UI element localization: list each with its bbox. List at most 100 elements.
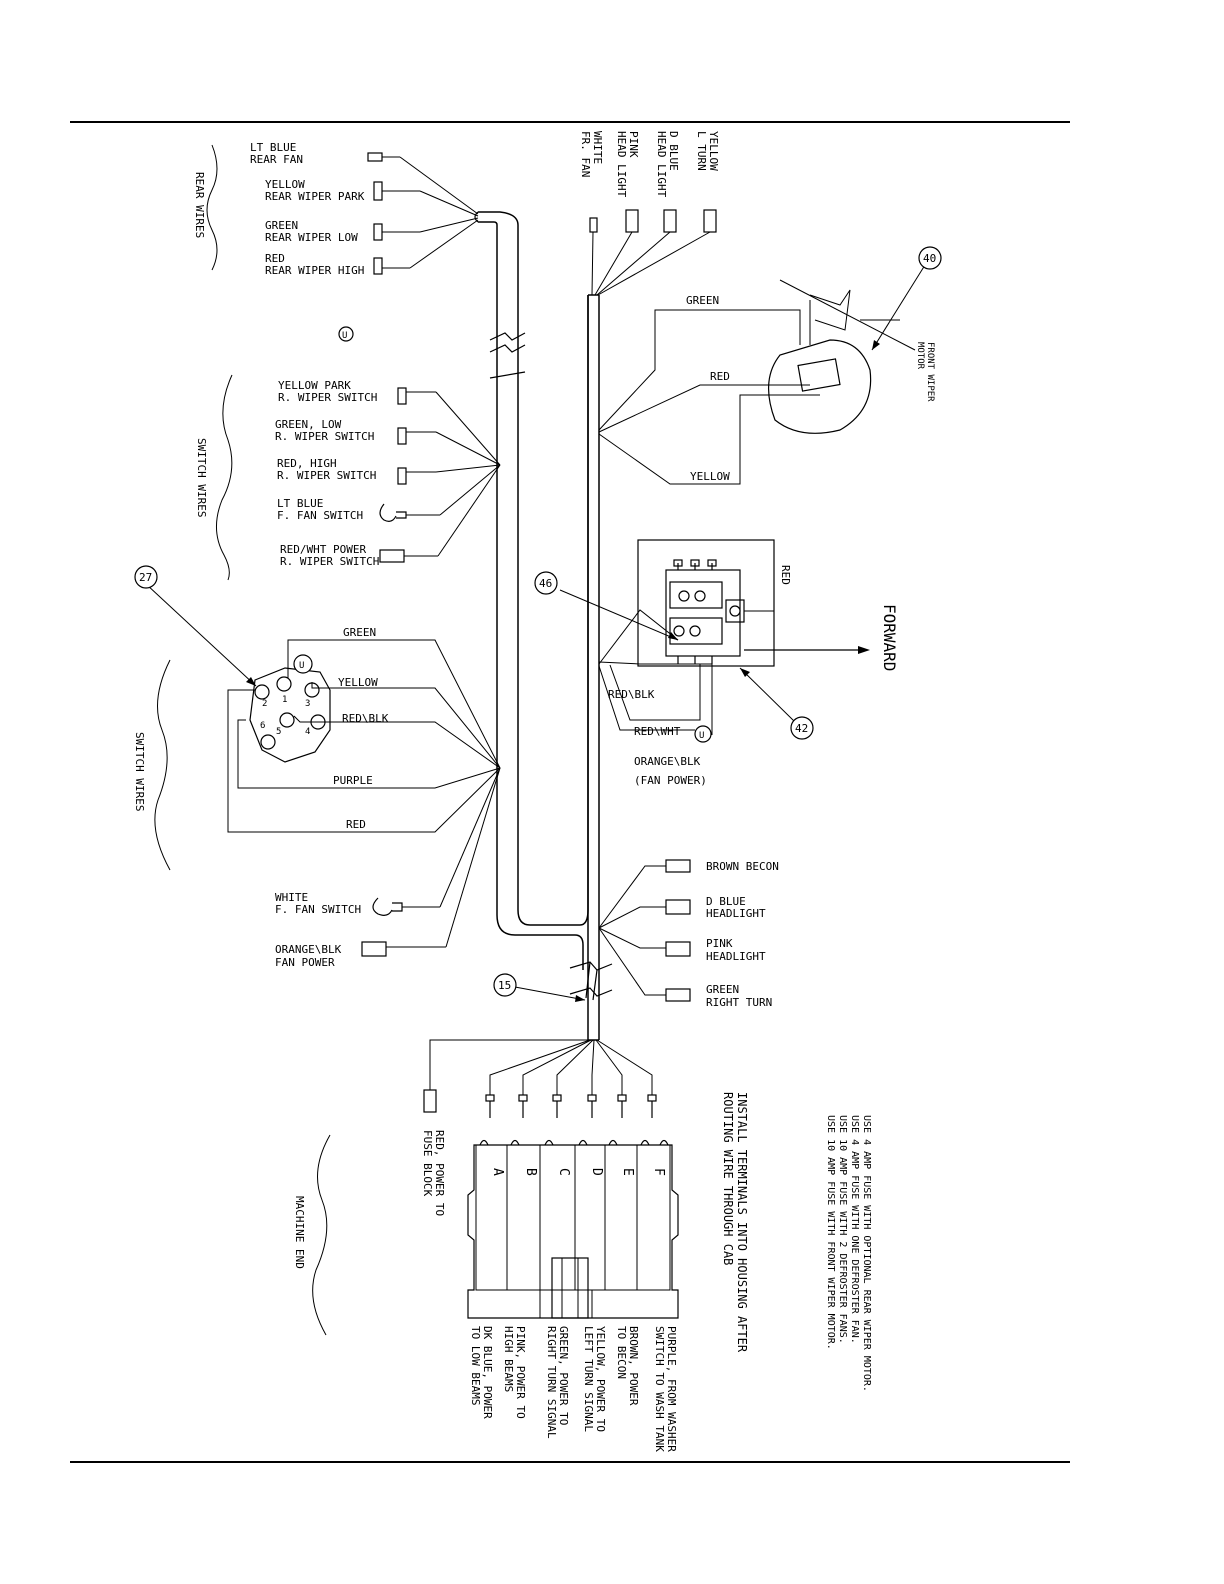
note-a-1: DK BLUE, POWER — [481, 1326, 494, 1419]
top-wire-white: WHITE — [591, 131, 604, 164]
red-high-label-1: RED, HIGH — [277, 457, 337, 470]
switch-module: RED RED\BLK RED\WHT U ORANGE\BLK (FAN PO… — [534, 539, 899, 787]
svg-text:U: U — [699, 731, 704, 741]
module-red-blk-label: RED\BLK — [608, 688, 655, 701]
motor-label-2: MOTOR — [915, 342, 925, 370]
note-c-2: RIGHT TURN SIGNAL — [545, 1326, 558, 1439]
green-low-label-1: GREEN, LOW — [275, 418, 342, 431]
front-wiper-motor: GREEN RED YELLOW FRONT WIPER MOTOR 40 — [598, 246, 942, 485]
rear-fan-label-2: REAR FAN — [250, 153, 303, 166]
note-b-1: PINK, POWER TO — [514, 1326, 527, 1419]
note-c-1: GREEN, POWER TO — [557, 1326, 570, 1425]
brown-becon-connector — [665, 859, 691, 873]
pin-1: 1 — [282, 695, 287, 705]
fuse-note-3: USE 10 AMP FUSE WITH 2 DEFROSTER FANS. — [837, 1115, 848, 1344]
module-orange-blk-label: ORANGE\BLK — [634, 755, 701, 768]
motor-green-label: GREEN — [686, 294, 719, 307]
install-note-1: INSTALL TERMINALS INTO HOUSING AFTER — [735, 1092, 749, 1353]
pin-6: 6 — [260, 721, 265, 731]
rear-wiper-park-label-2: REAR WIPER PARK — [265, 190, 365, 203]
green-rturn-label-2: RIGHT TURN — [706, 996, 772, 1009]
red-wht-connector — [379, 549, 405, 563]
fuse-notes: USE 4 AMP FUSE WITH OPTIONAL REAR WIPER … — [825, 1115, 872, 1392]
orange-blk-label-1: ORANGE\BLK — [275, 943, 342, 956]
dblue-headlight-label-1: D BLUE — [706, 895, 746, 908]
yellow-park-label-2: R. WIPER SWITCH — [278, 391, 377, 404]
rear-wires-label: REAR WIRES — [193, 172, 206, 238]
lt-blue-label-2: F. FAN SWITCH — [277, 509, 363, 522]
top-wire-pink-2: HEAD LIGHT — [615, 131, 628, 198]
motor-red-label: RED — [710, 370, 730, 383]
rear-wiper-low-label-2: REAR WIPER LOW — [265, 231, 358, 244]
top-wire-pink: PINK — [627, 131, 640, 158]
top-wires-group: WHITE FR. FAN PINK HEAD LIGHT D BLUE HEA… — [579, 131, 720, 296]
pin-2: 2 — [262, 699, 267, 709]
forward-label: FORWARD — [880, 604, 899, 671]
harness-left-trunk — [474, 211, 589, 970]
install-note: INSTALL TERMINALS INTO HOUSING AFTER ROU… — [721, 1092, 749, 1353]
callout-42: 42 — [795, 722, 808, 735]
red-high-label-2: R. WIPER SWITCH — [277, 469, 376, 482]
pin-A: A — [490, 1168, 505, 1176]
lt-blue-label-1: LT BLUE — [277, 497, 323, 510]
pin-E: E — [620, 1168, 635, 1176]
rear-wiper-park-connector — [373, 181, 383, 201]
pink-headlight-label-2: HEADLIGHT — [706, 950, 766, 963]
motor-yellow-label: YELLOW — [690, 470, 730, 483]
forward-arrow — [858, 646, 870, 654]
pin-C: C — [556, 1168, 571, 1176]
yellow-lturn-connector — [703, 209, 717, 233]
module-fan-power-label: (FAN POWER) — [634, 774, 707, 787]
note-a-2: TO LOW BEAMS — [469, 1326, 482, 1405]
note-f-2: SWITCH TO WASH TANK — [653, 1326, 666, 1452]
rear-wiper-low-connector — [373, 223, 383, 241]
pink-headlight-label-1: PINK — [706, 937, 733, 950]
callout-15: 15 — [498, 979, 511, 992]
red-wht-label-1: RED/WHT POWER — [280, 543, 366, 556]
rear-wiper-low-label-1: GREEN — [265, 219, 298, 232]
callout-15-group: 15 — [493, 973, 586, 1002]
top-wire-yellow-2: L TURN — [695, 131, 708, 171]
pink-headlight-connector — [625, 209, 639, 233]
note-f-1: PURPLE, FROM WASHER — [665, 1326, 678, 1452]
terminal-pins — [485, 1094, 657, 1118]
switch-wires-label-2: SWITCH WIRES — [133, 732, 146, 811]
pin-F: F — [651, 1168, 666, 1176]
callout-40: 40 — [923, 252, 936, 265]
top-wire-yellow: YELLOW — [707, 131, 720, 171]
rear-wiper-park-label-1: YELLOW — [265, 178, 305, 191]
pin-3: 3 — [305, 699, 310, 709]
sw-yellow-label: YELLOW — [338, 676, 378, 689]
fuse-label-1: RED, POWER TO — [433, 1130, 446, 1216]
motor-terminal-block — [797, 358, 841, 392]
sw-red-blk-label: RED\BLK — [342, 712, 389, 725]
pin-D: D — [589, 1168, 604, 1176]
machine-end-group: MACHINE END RED, POWER TO FUSE BLOCK — [293, 1039, 679, 1452]
rear-wiper-high-label-2: REAR WIPER HIGH — [265, 264, 364, 277]
top-wire-dblue-2: HEAD LIGHT — [655, 131, 668, 198]
lt-blue-ring-terminal — [379, 503, 407, 522]
pin-4: 4 — [305, 727, 310, 737]
white-ffan-label-1: WHITE — [275, 891, 308, 904]
svg-text:U: U — [299, 661, 304, 671]
white-ffan-label-2: F. FAN SWITCH — [275, 903, 361, 916]
dblue-headlight-connector — [663, 209, 677, 233]
switch-wires-group-1: SWITCH WIRES YELLOW PARK R. WIPER SWITCH… — [195, 374, 501, 581]
lower-left-group: WHITE F. FAN SWITCH ORANGE\BLK FAN POWER — [275, 767, 501, 969]
green-rturn-label-1: GREEN — [706, 983, 739, 996]
sw-purple-label: PURPLE — [333, 774, 373, 787]
switch-wires-label-1: SWITCH WIRES — [195, 438, 208, 517]
note-b-2: HIGH BEAMS — [502, 1326, 515, 1392]
fuse-label-2: FUSE BLOCK — [421, 1130, 434, 1197]
machine-end-label: MACHINE END — [293, 1196, 306, 1269]
pin-B: B — [523, 1168, 538, 1176]
red-wht-label-2: R. WIPER SWITCH — [280, 555, 379, 568]
pink-headlight-connector-2 — [665, 941, 691, 957]
note-d-1: YELLOW, POWER TO — [594, 1326, 607, 1432]
sw-green-label: GREEN — [343, 626, 376, 639]
dblue-headlight-connector-2 — [665, 899, 691, 915]
orange-blk-connector — [361, 941, 387, 957]
rear-wires-group: REAR WIRES LT BLUE REAR FAN YELLOW REAR … — [193, 141, 479, 277]
